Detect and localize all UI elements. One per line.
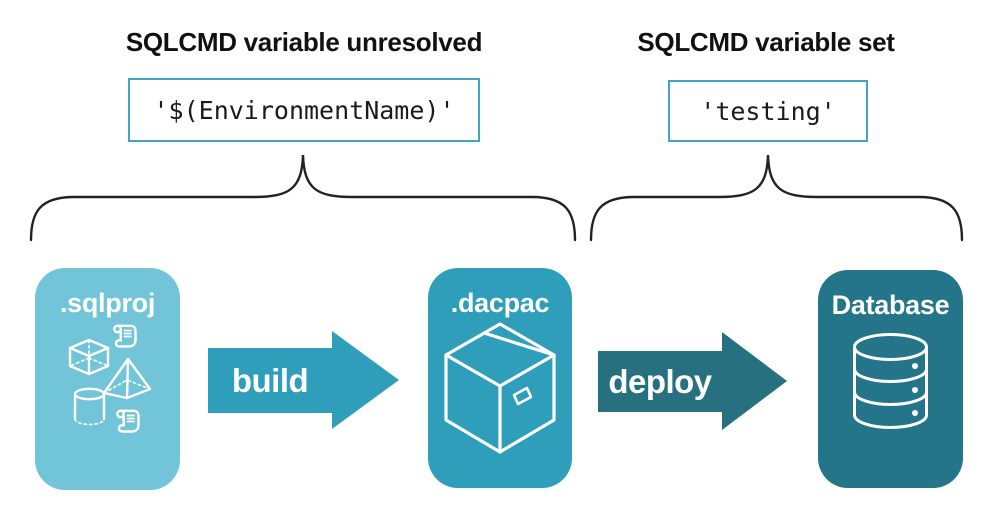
heading-variable-set: SQLCMD variable set — [637, 27, 895, 57]
script-scroll-icon — [113, 324, 137, 348]
script-scroll-icon — [116, 409, 140, 433]
code-box-set: 'testing' — [668, 80, 868, 142]
node-dacpac: .dacpac — [428, 268, 572, 488]
cylinder-icon — [73, 387, 106, 426]
package-box-icon — [444, 322, 556, 454]
build-arrow-label: build — [231, 361, 309, 399]
sql-project-objects-icon — [68, 324, 152, 433]
dacpac-label: .dacpac — [450, 288, 550, 318]
sqlproj-label: .sqlproj — [59, 288, 156, 318]
deploy-arrow-label: deploy — [608, 362, 712, 400]
left-brace — [29, 154, 577, 242]
database-label: Database — [831, 290, 950, 320]
heading-variable-unresolved: SQLCMD variable unresolved — [125, 27, 483, 57]
pyramid-icon — [102, 357, 152, 400]
code-text-unresolved: '$(EnvironmentName)' — [153, 95, 455, 125]
database-cylinder-icon — [853, 333, 928, 429]
right-brace — [589, 154, 964, 242]
cube-icon — [68, 338, 110, 376]
code-box-unresolved: '$(EnvironmentName)' — [128, 78, 480, 142]
node-sqlproj: .sqlproj — [35, 268, 180, 490]
code-text-set: 'testing' — [700, 96, 836, 126]
node-database: Database — [818, 270, 963, 488]
